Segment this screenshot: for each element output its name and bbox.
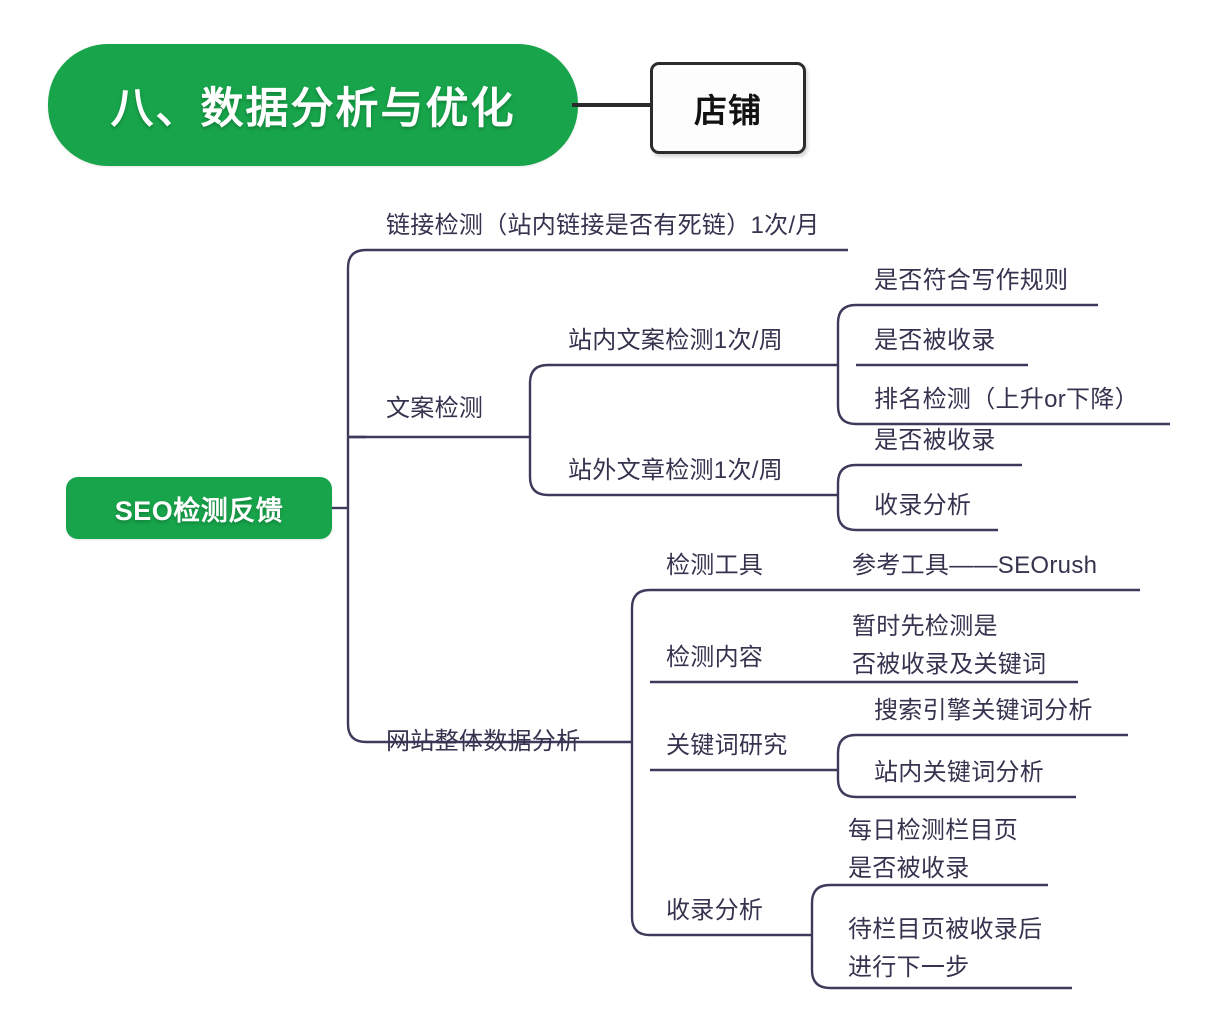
leaf-rank-check[interactable]: 排名检测（上升or下降）	[874, 386, 1139, 413]
leaf-onsite-keyword[interactable]: 站内关键词分析	[874, 759, 1045, 786]
leaf-rule-compliance[interactable]: 是否符合写作规则	[874, 267, 1069, 294]
node-copy-check[interactable]: 文案检测	[386, 395, 484, 422]
store-node-box[interactable]: 店铺	[650, 62, 806, 154]
node-link-check[interactable]: 链接检测（站内链接是否有死链）1次/月	[386, 212, 820, 239]
node-detect-content[interactable]: 检测内容	[666, 644, 764, 671]
leaf-search-engine-keyword[interactable]: 搜索引擎关键词分析	[874, 697, 1093, 724]
seo-root-label: SEO检测反馈	[114, 495, 284, 526]
leaf-reference-tool[interactable]: 参考工具——SEOrush	[852, 552, 1098, 579]
leaf-indexed-offsite[interactable]: 是否被收录	[874, 427, 996, 454]
store-node-text: 店铺	[694, 92, 762, 129]
root-title-pill[interactable]: 八、数据分析与优化	[48, 44, 578, 166]
node-index-analysis-site[interactable]: 收录分析	[666, 897, 764, 924]
leaf-index-analysis-offsite[interactable]: 收录分析	[874, 492, 972, 519]
node-keyword-research[interactable]: 关键词研究	[666, 732, 788, 759]
node-onsite-copy-check[interactable]: 站内文案检测1次/周	[568, 327, 784, 354]
seo-root-node[interactable]: SEO检测反馈	[66, 477, 332, 539]
root-title-text: 八、数据分析与优化	[110, 85, 516, 133]
leaf-detect-content-value[interactable]: 暂时先检测是 否被收录及关键词	[852, 613, 1047, 678]
node-site-data-analysis[interactable]: 网站整体数据分析	[386, 728, 581, 755]
leaf-after-indexed[interactable]: 待栏目页被收录后 进行下一步	[848, 916, 1043, 981]
leaf-daily-column-check[interactable]: 每日检测栏目页 是否被收录	[848, 817, 1019, 882]
node-offsite-article-check[interactable]: 站外文章检测1次/周	[568, 457, 784, 484]
header-connector-line	[572, 103, 654, 107]
leaf-indexed-onsite[interactable]: 是否被收录	[874, 327, 996, 354]
node-detect-tool[interactable]: 检测工具	[666, 552, 764, 579]
